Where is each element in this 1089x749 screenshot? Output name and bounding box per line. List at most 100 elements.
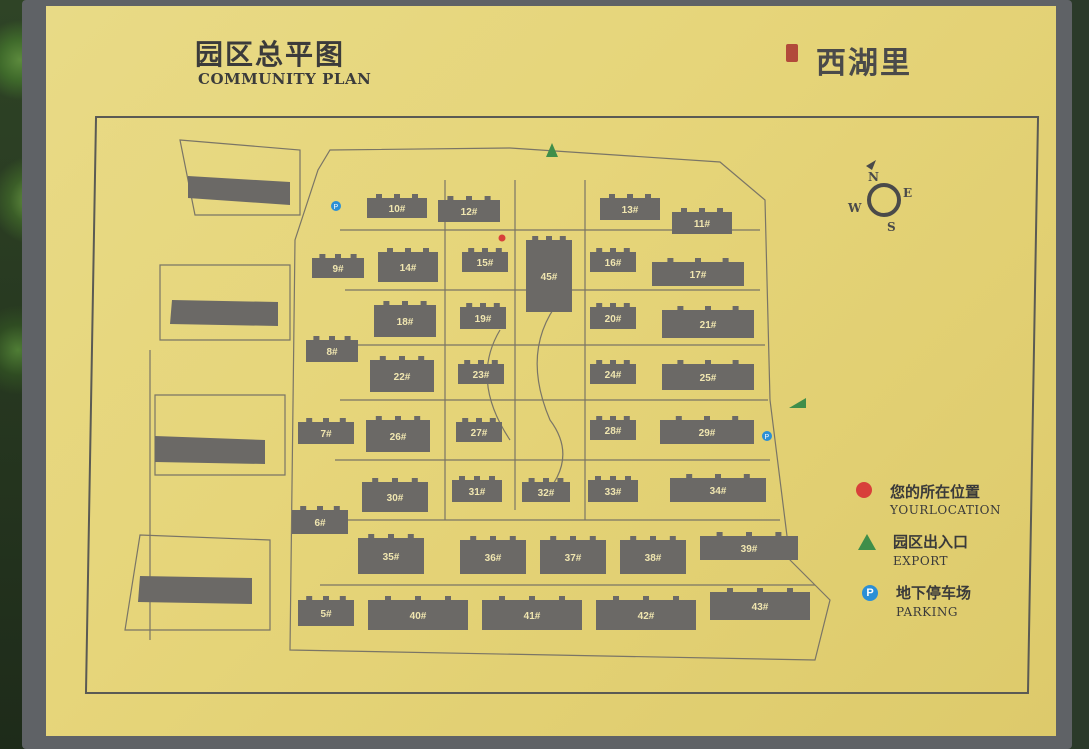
entrance-east-icon (789, 398, 806, 408)
building-label-19: 19# (475, 314, 492, 325)
building-42 (596, 600, 696, 630)
building-20-bump (596, 303, 603, 308)
building-21-bump (705, 306, 711, 311)
building-label-18: 18# (397, 317, 414, 328)
building-label-41: 41# (524, 611, 541, 622)
parking-west-icon: P (331, 201, 341, 211)
building-14-bump (423, 248, 429, 253)
building-24-bump (596, 360, 603, 365)
building-label-32: 32# (538, 488, 555, 499)
building-label-40: 40# (410, 611, 427, 622)
building-23-bump (464, 360, 471, 365)
building-26-bump (414, 416, 421, 421)
building-11-bump (681, 208, 687, 213)
building-29-bump (732, 416, 739, 421)
building-45-bump (532, 236, 539, 241)
building-18-bump (420, 301, 427, 306)
building-label-15: 15# (477, 258, 494, 269)
building-36-bump (470, 536, 477, 541)
legend-parking-en: PARKING (896, 605, 958, 619)
building-9-bump (350, 254, 357, 259)
building-12-bump (447, 196, 454, 201)
building-5 (298, 600, 354, 626)
building-34-bump (715, 474, 721, 479)
building-42-bump (673, 596, 679, 601)
building-33-bump (625, 476, 631, 481)
building-36-bump (509, 536, 516, 541)
building-26-bump (395, 416, 401, 421)
building-22-bump (418, 356, 425, 361)
building-16-bump (610, 248, 616, 253)
building-label-37: 37# (565, 553, 582, 564)
building-14-bump (405, 248, 411, 253)
building-32-bump (557, 478, 564, 483)
building-27 (456, 422, 502, 442)
building-21-bump (732, 306, 739, 311)
building-38-bump (650, 536, 656, 541)
building-21-bump (677, 306, 684, 311)
svg-text:P: P (334, 204, 339, 211)
building-8 (306, 340, 358, 362)
building-35-bump (388, 534, 394, 539)
building-label-8: 8# (326, 347, 338, 358)
title-cn: 园区总平图 (195, 38, 346, 71)
building-30-bump (392, 478, 398, 483)
building-28-bump (610, 416, 616, 421)
building-label-22: 22# (394, 372, 411, 383)
building-23-bump (478, 360, 484, 365)
building-5-bump (323, 596, 329, 601)
building-11-bump (717, 208, 723, 213)
building-label-29: 29# (699, 428, 716, 439)
building-13 (600, 198, 660, 220)
building-45 (526, 240, 572, 312)
building-20 (590, 307, 636, 329)
building-28-bump (596, 416, 603, 421)
building-39-bump (716, 532, 723, 537)
building-label-38: 38# (645, 553, 662, 564)
building-19-bump (493, 303, 500, 308)
building-8-bump (329, 336, 335, 341)
west-building-3 (155, 436, 265, 464)
building-label-26: 26# (390, 432, 407, 443)
building-34 (670, 478, 766, 502)
parking-icon: P (862, 585, 878, 601)
building-38-bump (669, 536, 676, 541)
building-38-bump (630, 536, 637, 541)
legend-export-cn: 园区出入口 (893, 533, 969, 551)
building-11-bump (699, 208, 705, 213)
building-label-25: 25# (700, 373, 717, 384)
west-building-2 (170, 300, 278, 326)
building-42-bump (643, 596, 649, 601)
building-29-bump (704, 416, 710, 421)
building-6-bump (317, 506, 323, 511)
building-18-bump (383, 301, 390, 306)
building-label-36: 36# (485, 553, 502, 564)
building-31 (452, 480, 502, 502)
compass-n: N (868, 170, 879, 184)
building-10-bump (394, 194, 400, 199)
building-10-bump (376, 194, 382, 199)
building-label-13: 13# (622, 205, 639, 216)
building-14 (378, 252, 438, 282)
building-9-bump (335, 254, 341, 259)
building-31-bump (474, 476, 480, 481)
legend-location-en: YOURLOCATION (890, 503, 1001, 517)
building-label-43: 43# (752, 602, 769, 613)
building-15-bump (468, 248, 475, 253)
brand-name: 西湖里 (816, 46, 912, 81)
building-label-7: 7# (320, 429, 332, 440)
west-building-1 (188, 176, 290, 205)
building-33-bump (595, 476, 601, 481)
building-label-39: 39# (741, 544, 758, 555)
building-41-bump (529, 596, 535, 601)
building-31-bump (489, 476, 495, 481)
svg-text:P: P (765, 434, 770, 441)
building-38 (620, 540, 686, 574)
building-label-42: 42# (638, 611, 655, 622)
building-28-bump (623, 416, 630, 421)
legend-parking-cn: 地下停车场 (896, 584, 972, 602)
building-15-bump (495, 248, 502, 253)
building-label-6: 6# (314, 518, 326, 529)
building-41 (482, 600, 582, 630)
building-32 (522, 482, 570, 502)
